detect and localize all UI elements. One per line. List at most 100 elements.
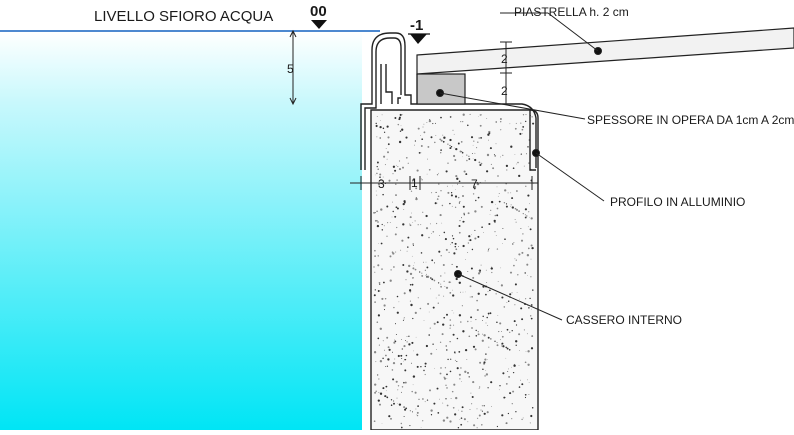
concrete-speckle — [531, 308, 532, 310]
concrete-speckle — [385, 390, 387, 392]
concrete-speckle — [378, 243, 379, 245]
concrete-speckle — [424, 373, 426, 376]
concrete-speckle — [416, 411, 419, 414]
concrete-speckle — [456, 337, 459, 340]
concrete-speckle — [439, 341, 442, 343]
concrete-speckle — [524, 208, 527, 211]
concrete-speckle — [403, 360, 404, 362]
concrete-speckle — [429, 327, 431, 329]
concrete-speckle — [379, 120, 381, 121]
concrete-speckle — [463, 418, 466, 421]
concrete-speckle — [422, 126, 424, 128]
concrete-speckle — [401, 339, 403, 340]
concrete-speckle — [378, 344, 380, 346]
concrete-speckle — [499, 120, 502, 123]
concrete-speckle — [494, 155, 497, 157]
concrete-speckle — [476, 299, 478, 302]
concrete-speckle — [462, 185, 464, 188]
concrete-speckle — [521, 128, 524, 131]
concrete-speckle — [492, 167, 495, 170]
concrete-speckle — [387, 346, 390, 349]
concrete-speckle — [478, 161, 481, 164]
concrete-speckle — [465, 291, 466, 293]
concrete-speckle — [459, 219, 461, 222]
concrete-speckle — [407, 236, 410, 239]
concrete-speckle — [392, 210, 394, 213]
concrete-speckle — [390, 404, 393, 406]
concrete-speckle — [500, 284, 503, 287]
concrete-speckle — [421, 272, 423, 274]
concrete-speckle — [413, 265, 415, 266]
concrete-speckle — [477, 292, 480, 295]
concrete-speckle — [412, 243, 415, 245]
concrete-speckle — [468, 155, 470, 157]
concrete-speckle — [392, 351, 393, 353]
concrete-speckle — [485, 353, 487, 355]
concrete-speckle — [397, 123, 400, 126]
concrete-speckle — [410, 362, 412, 364]
concrete-speckle — [438, 172, 439, 174]
concrete-speckle — [440, 149, 442, 151]
concrete-speckle — [418, 398, 420, 400]
wall-width-value: 7 — [471, 177, 478, 191]
concrete-speckle — [458, 314, 462, 317]
concrete-speckle — [503, 306, 506, 308]
concrete-speckle — [374, 391, 377, 394]
concrete-speckle — [402, 264, 405, 266]
concrete-speckle — [386, 365, 389, 367]
concrete-speckle — [488, 346, 490, 348]
concrete-speckle — [443, 136, 446, 139]
concrete-speckle — [447, 358, 449, 361]
concrete-speckle — [475, 335, 478, 337]
concrete-speckle — [507, 371, 509, 373]
concrete-speckle — [442, 323, 445, 326]
concrete-speckle — [497, 314, 499, 316]
concrete-speckle — [422, 420, 424, 422]
concrete-speckle — [398, 301, 400, 303]
concrete-speckle — [454, 413, 457, 416]
concrete-speckle — [459, 150, 462, 153]
concrete-speckle — [487, 133, 490, 136]
concrete-speckle — [443, 280, 445, 282]
concrete-speckle — [520, 153, 522, 155]
concrete-speckle — [525, 114, 527, 116]
concrete-speckle — [435, 348, 437, 350]
concrete-speckle — [474, 152, 476, 154]
concrete-speckle — [386, 125, 389, 128]
concrete-speckle — [496, 207, 499, 210]
concrete-speckle — [480, 205, 483, 208]
concrete-speckle — [396, 397, 398, 399]
concrete-speckle — [507, 412, 510, 415]
concrete-speckle — [393, 341, 396, 344]
concrete-speckle — [470, 320, 472, 322]
concrete-speckle — [409, 223, 411, 225]
concrete-speckle — [404, 369, 407, 372]
concrete-speckle — [452, 289, 453, 291]
concrete-speckle — [428, 334, 431, 336]
concrete-speckle — [446, 378, 448, 379]
concrete-speckle — [401, 348, 403, 350]
concrete-speckle — [442, 134, 444, 136]
concrete-speckle — [440, 285, 442, 288]
concrete-speckle — [515, 324, 518, 326]
profile-label: PROFILO IN ALLUMINIO — [610, 195, 745, 209]
concrete-speckle — [505, 422, 507, 424]
concrete-speckle — [443, 377, 447, 380]
concrete-speckle — [498, 200, 501, 203]
concrete-speckle — [409, 284, 412, 286]
concrete-speckle — [514, 219, 516, 220]
concrete-speckle — [411, 390, 413, 393]
concrete-speckle — [438, 294, 440, 296]
concrete-speckle — [508, 348, 511, 351]
concrete-speckle — [455, 277, 458, 281]
concrete-speckle — [415, 336, 417, 338]
aluminium-profile — [360, 32, 537, 171]
concrete-speckle — [374, 249, 376, 252]
concrete-speckle — [522, 114, 525, 116]
concrete-speckle — [449, 202, 451, 205]
concrete-speckle — [503, 202, 506, 204]
concrete-speckle — [463, 212, 465, 215]
concrete-speckle — [525, 351, 527, 352]
concrete-speckle — [432, 123, 434, 125]
concrete-speckle — [395, 334, 397, 335]
